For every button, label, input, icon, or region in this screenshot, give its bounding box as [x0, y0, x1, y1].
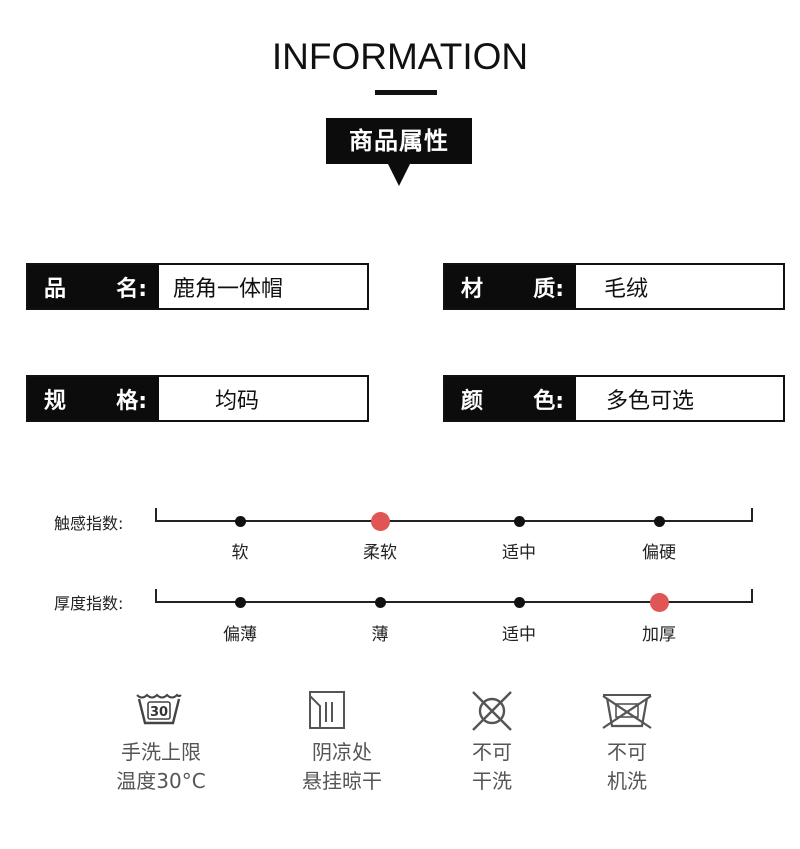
attr-value: 多色可选: [606, 388, 695, 414]
attr-color: 颜 色: 多色可选: [443, 375, 785, 422]
scale-option-label: 柔软: [363, 543, 397, 563]
scale-option-label: 适中: [502, 625, 536, 645]
care-caption-line: 手洗上限: [121, 740, 201, 764]
care-caption-line: 不可: [607, 740, 647, 764]
care-caption-line: 阴凉处: [312, 740, 372, 764]
scale-marker-selected: [370, 511, 390, 531]
hang-dry-shade-icon: [308, 690, 346, 730]
scale-option-label: 薄: [371, 625, 389, 645]
attr-label-char: 格:: [116, 388, 147, 414]
attr-label-char: 品: [44, 276, 67, 302]
svg-text:30: 30: [150, 705, 168, 720]
scale-option-label: 软: [231, 543, 249, 563]
attr-value: 毛绒: [604, 276, 649, 302]
no-tumble-dry-icon: [470, 689, 514, 733]
care-caption-line: 悬挂晾干: [302, 769, 382, 793]
no-machine-wash-icon: [601, 692, 653, 730]
scale-line-touch: [155, 520, 753, 522]
care-caption-no-dry-clean: 不可 干洗: [427, 738, 557, 796]
attr-label: 规 格:: [28, 377, 159, 420]
attr-value: 均码: [215, 388, 260, 414]
scale-marker-selected: [649, 592, 669, 612]
hand-wash-30-icon: 30: [136, 692, 182, 726]
care-caption-line: 不可: [472, 740, 512, 764]
scale-option-label: 适中: [502, 543, 536, 563]
attr-value: 鹿角一体帽: [173, 276, 284, 302]
attr-label-char: 质:: [533, 276, 564, 302]
title-underline: [375, 90, 437, 95]
scale-label-thickness: 厚度指数:: [54, 594, 124, 613]
attr-label-char: 规: [44, 388, 67, 414]
section-banner: 商品属性: [326, 118, 472, 164]
scale-tick-left: [155, 508, 157, 520]
attr-label: 材 质:: [445, 265, 576, 308]
care-caption-hang-dry: 阴凉处 悬挂晾干: [277, 738, 407, 796]
scale-option-label: 加厚: [642, 625, 676, 645]
attr-name: 品 名: 鹿角一体帽: [26, 263, 369, 310]
scale-marker: [234, 596, 246, 608]
scale-tick-right: [751, 589, 753, 601]
attr-label-char: 材: [461, 276, 484, 302]
scale-marker: [374, 596, 386, 608]
care-caption-hand-wash: 手洗上限 温度30°C: [96, 738, 226, 796]
page-title: INFORMATION: [271, 36, 529, 77]
attr-label: 颜 色:: [445, 377, 576, 420]
attr-label-char: 颜: [461, 388, 484, 414]
scale-marker: [513, 596, 525, 608]
care-caption-line: 机洗: [607, 769, 647, 793]
attr-label: 品 名:: [28, 265, 159, 308]
care-caption-no-machine-wash: 不可 机洗: [562, 738, 692, 796]
banner-pointer: [388, 164, 410, 186]
care-caption-line: 干洗: [472, 769, 512, 793]
scale-tick-left: [155, 589, 157, 601]
care-caption-line: 温度30°C: [116, 769, 206, 793]
attr-label-char: 色:: [533, 388, 564, 414]
attr-material: 材 质: 毛绒: [443, 263, 785, 310]
scale-option-label: 偏硬: [642, 543, 676, 563]
scale-marker: [653, 515, 665, 527]
scale-label-touch: 触感指数:: [54, 514, 124, 533]
scale-marker: [234, 515, 246, 527]
scale-line-thickness: [155, 601, 753, 603]
scale-option-label: 偏薄: [223, 625, 257, 645]
attr-label-char: 名:: [116, 276, 147, 302]
scale-tick-right: [751, 508, 753, 520]
scale-marker: [513, 515, 525, 527]
attr-size: 规 格: 均码: [26, 375, 369, 422]
